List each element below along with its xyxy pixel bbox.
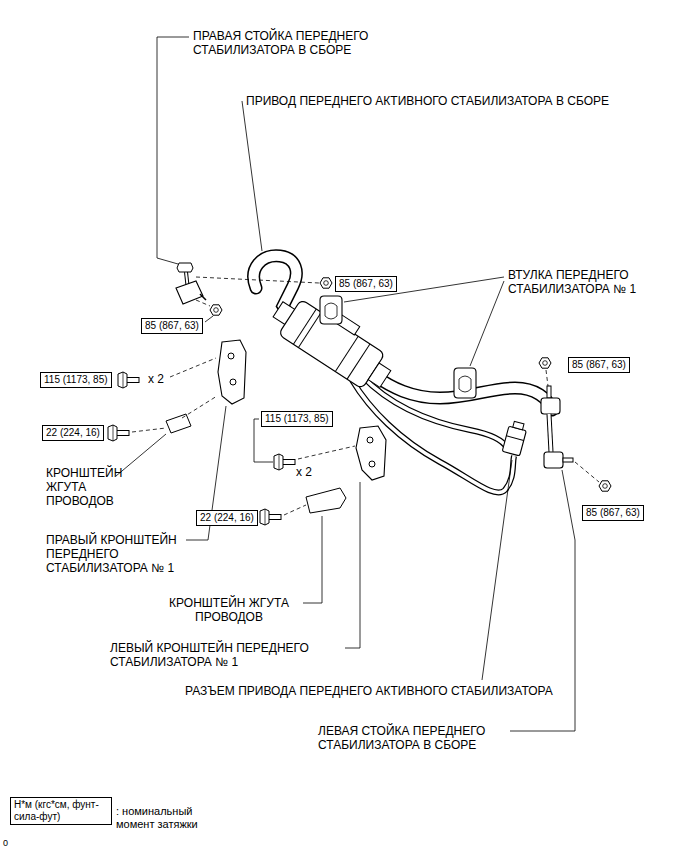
- part-name: ПРИВОД ПЕРЕДНЕГО АКТИВНОГО СТАБИЛИЗАТОРА…: [246, 94, 616, 108]
- torque-box: 22 (224, 16): [196, 510, 258, 526]
- torque-box: 22 (224, 16): [42, 425, 104, 441]
- torque-value: 85 (867, 63): [145, 320, 199, 332]
- part-name: КРОНШТЕЙН ЖГУТА ПРОВОДОВ: [46, 466, 136, 508]
- torque-box: 85 (867, 63): [141, 318, 203, 334]
- part-name: РАЗЪЕМ ПРИВОДА ПЕРЕДНЕГО АКТИВНОГО СТАБИ…: [185, 684, 570, 698]
- torque-value: 22 (224, 16): [200, 512, 254, 524]
- quantity-note: x 2: [148, 372, 172, 386]
- torque-value: 85 (867, 63): [586, 507, 640, 519]
- torque-box: 85 (867, 63): [568, 357, 630, 373]
- torque-box: 85 (867, 63): [582, 505, 644, 521]
- part-name: ВТУЛКА ПЕРЕДНЕГО СТАБИЛИЗАТОРА № 1: [508, 268, 680, 296]
- part-name: ЛЕВЫЙ КРОНШТЕЙН ПЕРЕДНЕГО СТАБИЛИЗАТОРА …: [110, 641, 340, 669]
- torque-value: 22 (224, 16): [46, 427, 100, 439]
- torque-value: Н*м (кгс*см, фунт-сила-фут): [14, 799, 108, 823]
- torque-box: 115 (1173, 85): [261, 411, 333, 427]
- legend-text: : номинальный момент затяжки: [116, 805, 220, 831]
- part-name: ПРАВЫЙ КРОНШТЕЙН ПЕРЕДНЕГО СТАБИЛИЗАТОРА…: [46, 533, 204, 575]
- torque-box: 115 (1173, 85): [40, 372, 112, 388]
- part-name: ЛЕВАЯ СТОЙКА ПЕРЕДНЕГО СТАБИЛИЗАТОРА В С…: [318, 724, 508, 752]
- torque-box: 85 (867, 63): [335, 276, 397, 292]
- page-mark: 0: [3, 838, 15, 848]
- part-name: КРОНШТЕЙН ЖГУТА ПРОВОДОВ: [160, 596, 298, 624]
- torque-value: 115 (1173, 85): [265, 413, 329, 425]
- legend-box: Н*м (кгс*см, фунт-сила-фут): [10, 797, 112, 825]
- torque-value: 85 (867, 63): [339, 278, 393, 290]
- torque-value: 115 (1173, 85): [44, 374, 108, 386]
- quantity-note: x 2: [296, 465, 320, 479]
- torque-value: 85 (867, 63): [572, 359, 626, 371]
- part-name: ПРАВАЯ СТОЙКА ПЕРЕДНЕГО СТАБИЛИЗАТОРА В …: [193, 29, 393, 57]
